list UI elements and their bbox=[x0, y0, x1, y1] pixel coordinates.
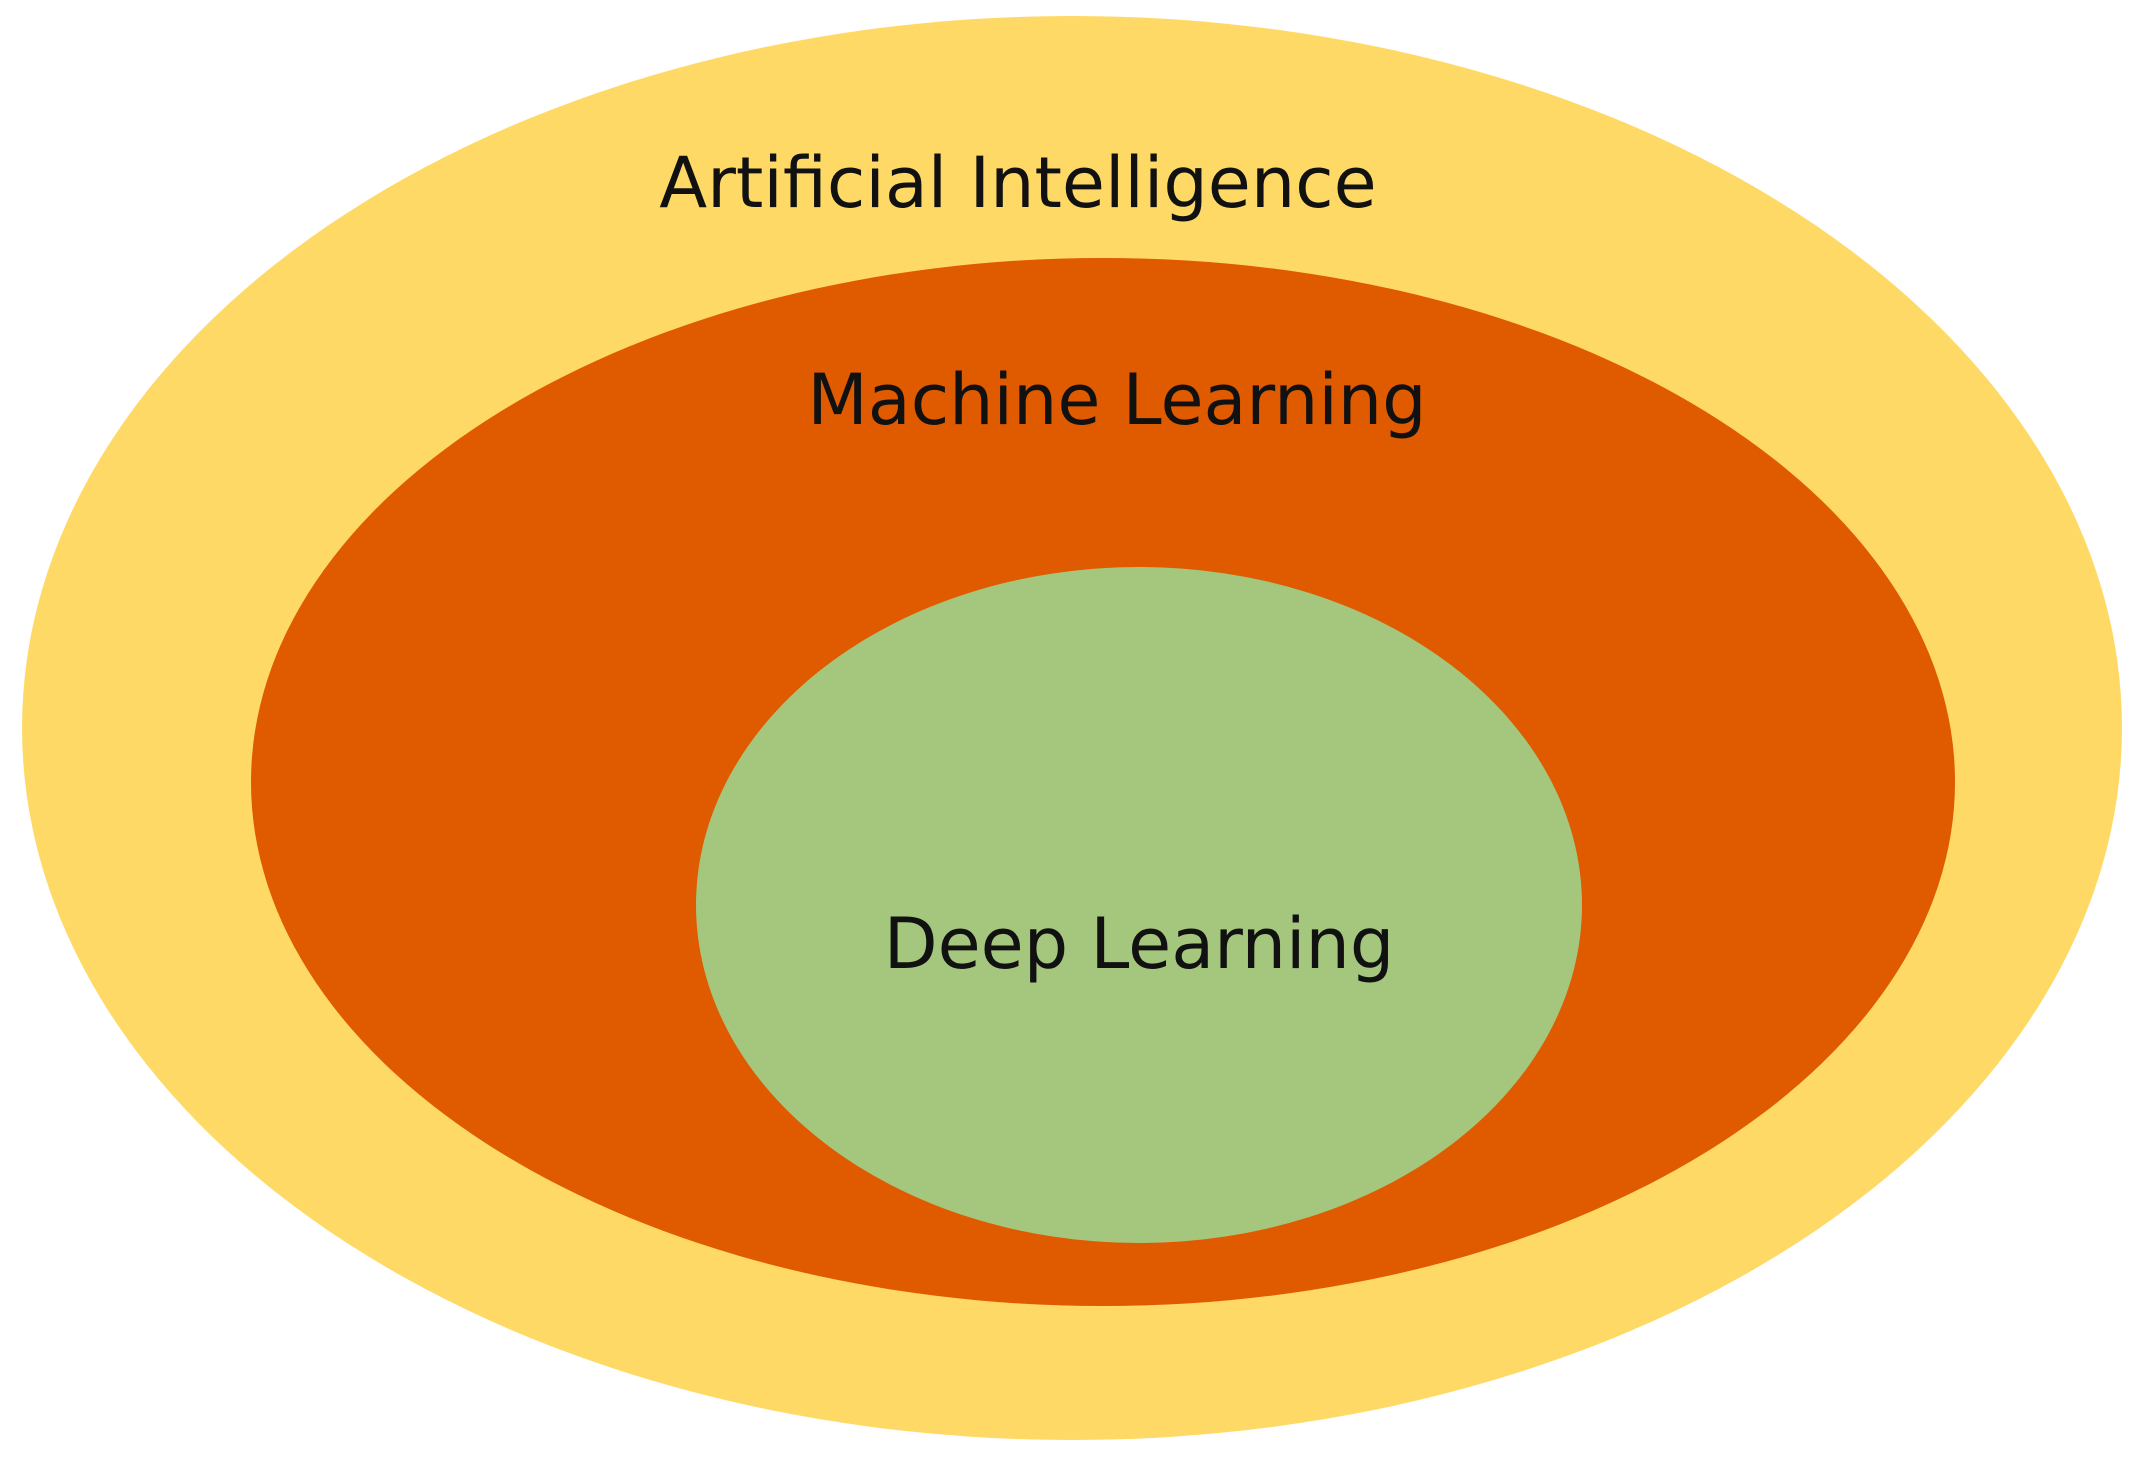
deep-learning-label: Deep Learning bbox=[884, 903, 1395, 985]
machine-learning-label: Machine Learning bbox=[807, 359, 1426, 441]
artificial-intelligence-label: Artificial Intelligence bbox=[659, 142, 1376, 224]
deep-learning-region bbox=[696, 567, 1582, 1243]
